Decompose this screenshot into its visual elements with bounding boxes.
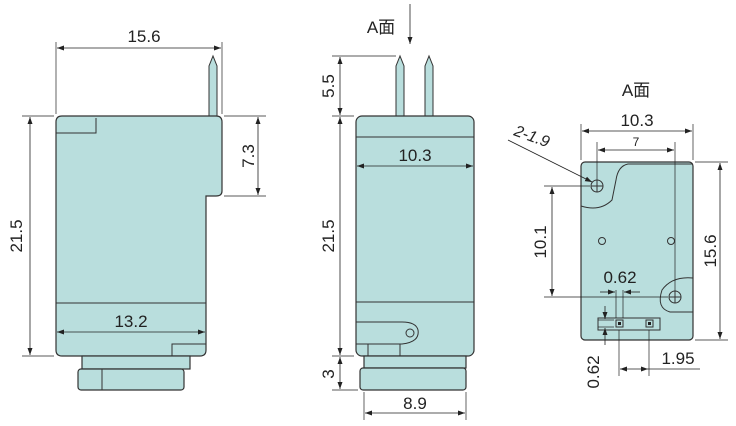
front-latch-legs xyxy=(367,344,401,356)
top-hole-2-cross xyxy=(669,291,681,303)
top-plate-contour-lower xyxy=(659,277,694,313)
front-dim-height: 21.5 xyxy=(319,219,338,252)
side-dim-height: 21.5 xyxy=(7,219,26,252)
front-view: A面 5.5 10.3 21.5 3 8.9 xyxy=(319,4,475,420)
side-dim-pin-height: 7.3 xyxy=(239,144,258,168)
top-pin-dot-left xyxy=(598,237,606,245)
top-plate xyxy=(580,161,694,341)
top-contact-left xyxy=(615,319,624,328)
top-dim-contact-width: 0.62 xyxy=(603,268,636,287)
front-dim-base-width: 8.9 xyxy=(403,394,427,413)
side-bottom-step xyxy=(171,343,206,356)
front-pin-left xyxy=(395,54,405,117)
front-latch-hole xyxy=(405,328,415,338)
top-dim-contact-height: 0.62 xyxy=(584,355,603,388)
front-base xyxy=(359,367,467,391)
front-dim-pin-length: 5.5 xyxy=(319,74,338,98)
front-base-plate xyxy=(363,355,467,369)
top-dim-hole-vertical: 10.1 xyxy=(531,225,550,258)
top-dim-height: 15.6 xyxy=(701,234,720,267)
top-dim-width: 10.3 xyxy=(620,111,653,130)
side-body xyxy=(55,115,223,357)
top-view: A面 10.3 7 2-1.9 10.1 xyxy=(507,81,728,389)
side-view: 15.6 21.5 7.3 13.2 xyxy=(7,27,266,391)
top-dim-hole-spacing: 7 xyxy=(633,135,640,149)
top-pin-dot-right xyxy=(667,237,675,245)
side-dim-top-width: 15.6 xyxy=(127,27,160,46)
front-latch xyxy=(356,321,419,345)
top-contact-right-dot xyxy=(648,322,651,325)
front-dim-width: 10.3 xyxy=(398,146,431,165)
side-base xyxy=(77,368,185,391)
top-dim-contact-offset: 1.95 xyxy=(661,349,694,368)
top-hole-1-cross xyxy=(591,180,603,192)
top-dim-holes-leader xyxy=(507,139,593,183)
side-pin xyxy=(208,54,218,117)
top-contact-left-dot xyxy=(618,322,621,325)
top-contact-strip xyxy=(597,317,661,331)
top-dim-holes: 2-1.9 xyxy=(511,122,552,151)
front-view-label: A面 xyxy=(367,18,395,37)
top-plate-contour xyxy=(580,163,693,209)
front-pin-right xyxy=(424,54,434,117)
side-top-band xyxy=(56,118,97,134)
top-contact-right xyxy=(645,319,654,328)
side-dim-bottom-width: 13.2 xyxy=(114,312,147,331)
side-base-plate xyxy=(81,355,191,370)
top-view-label: A面 xyxy=(622,81,650,100)
front-dim-base-height: 3 xyxy=(319,369,338,378)
